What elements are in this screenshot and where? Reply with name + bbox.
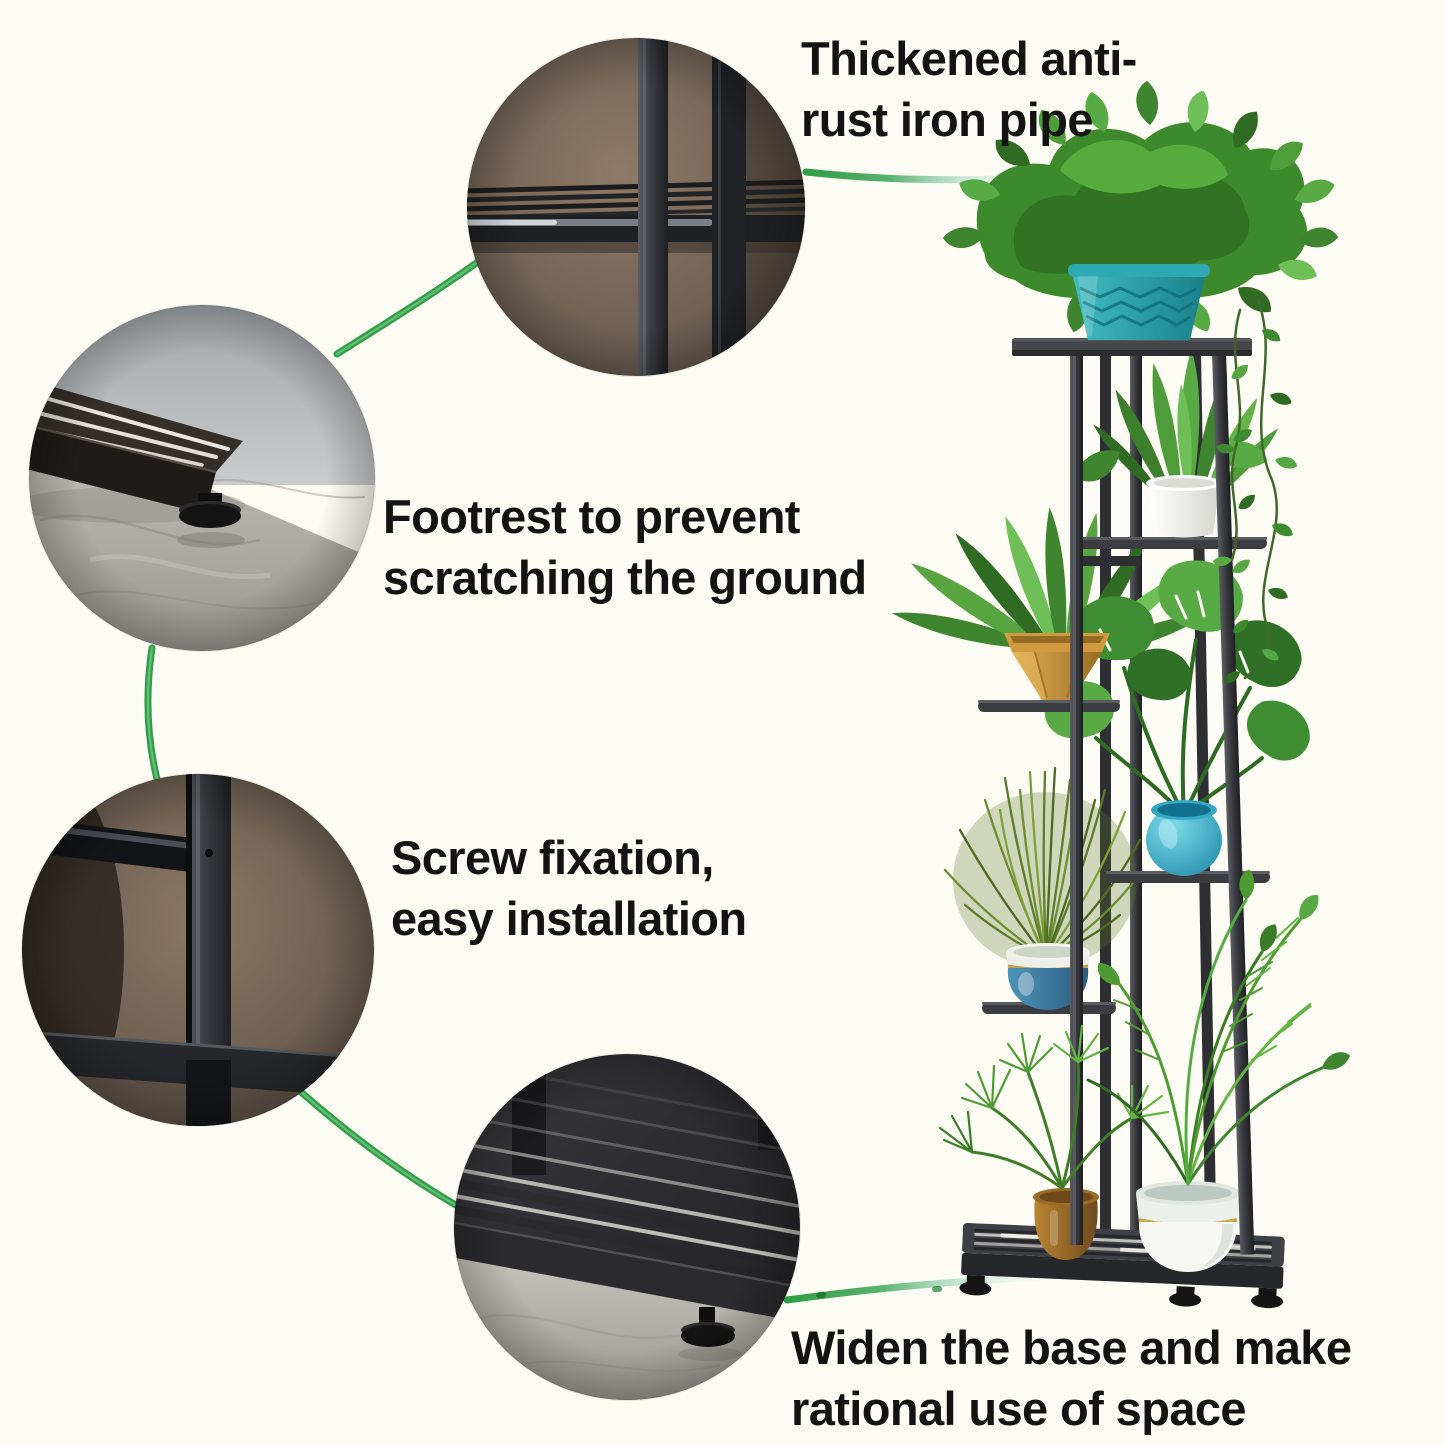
white-gold-pot-base xyxy=(1136,1181,1240,1272)
connector-line-left-highlight xyxy=(146,646,160,785)
feature-label-screw-line2: easy installation xyxy=(391,892,747,945)
feature-label-footrest-line2: scratching the ground xyxy=(383,551,867,604)
feature-label-screw: Screw fixation, easy installation xyxy=(391,827,747,949)
blue-white-pot-tier5 xyxy=(1006,943,1090,1010)
callout-circle-footrest-closeup xyxy=(28,304,376,652)
base-right-areca-palm xyxy=(1086,867,1353,1186)
base-left-fan-palm xyxy=(938,1024,1170,1190)
teal-round-pot-tier4 xyxy=(1146,800,1222,876)
callout-circle-pipe-closeup xyxy=(466,37,806,377)
connector-line-bottom-highlight xyxy=(299,1090,461,1209)
stand-front-posts xyxy=(1070,351,1255,1255)
feature-label-pipe-line2: rust iron pipe xyxy=(801,93,1094,146)
connector-joint xyxy=(932,1285,942,1293)
connector-line-top-highlight xyxy=(335,257,484,356)
feature-label-screw-line1: Screw fixation, xyxy=(391,831,714,884)
connector-lines xyxy=(144,168,1053,1304)
connector-line-to-stand-base xyxy=(783,1273,1053,1304)
connector-joint xyxy=(816,1291,826,1299)
callout-circle-base-closeup xyxy=(453,1053,801,1401)
connector-line-bottom xyxy=(297,1088,463,1211)
feature-label-base-line1: Widen the base and make xyxy=(791,1321,1352,1374)
plant-stand-illustration xyxy=(889,80,1353,1309)
feature-label-footrest: Footrest to prevent scratching the groun… xyxy=(383,486,867,608)
top-pot-teal-woven xyxy=(1068,264,1210,340)
feature-label-pipe-line1: Thickened anti- xyxy=(801,32,1137,85)
trailing-vine xyxy=(1212,298,1300,685)
feature-label-pipe: Thickened anti- rust iron pipe xyxy=(801,28,1137,150)
feature-label-footrest-line1: Footrest to prevent xyxy=(383,490,800,543)
tier5-fern xyxy=(943,766,1142,968)
top-plant-pothos xyxy=(942,80,1340,341)
stand-base xyxy=(959,1222,1285,1309)
white-pot-tier2 xyxy=(1146,475,1222,538)
feature-label-base-line2: rational use of space xyxy=(791,1382,1247,1435)
stand-top-platform xyxy=(1012,338,1252,356)
callout-circle-screw-closeup xyxy=(21,773,375,1127)
feature-label-base: Widen the base and make rational use of … xyxy=(791,1317,1352,1439)
